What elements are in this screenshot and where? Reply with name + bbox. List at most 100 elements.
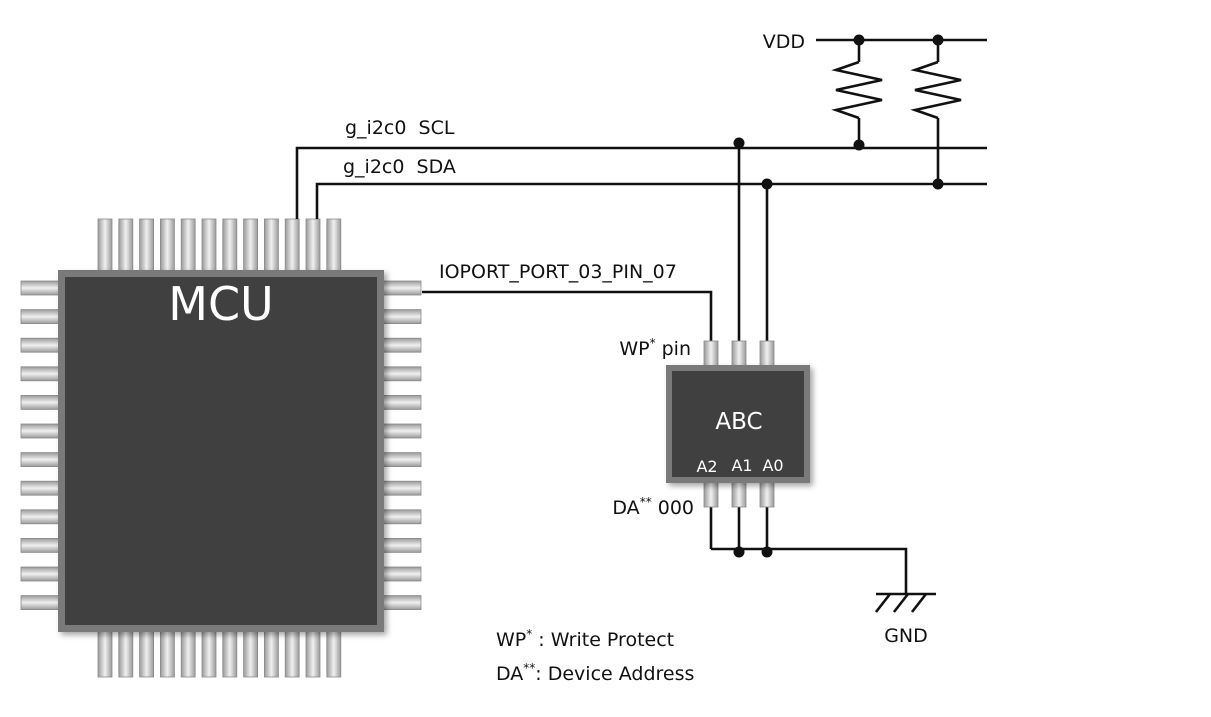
- mcu-pin-right: [380, 366, 422, 382]
- mcu-pin-bottom: [159, 629, 175, 678]
- mcu-pin-right: [380, 538, 422, 553]
- abc-chip: [666, 365, 810, 483]
- abc-pin-top: [703, 340, 719, 368]
- ioport-label: IOPORT_PORT_03_PIN_07: [439, 261, 677, 283]
- mcu-pin-top: [305, 218, 321, 273]
- mcu-pin-right: [380, 452, 422, 468]
- pullup-resistor-sda: [910, 60, 962, 120]
- mcu-pin-top: [139, 218, 155, 273]
- junction-a1-ground: [733, 546, 745, 558]
- mcu-label: MCU: [168, 277, 273, 331]
- mcu-pin-bottom: [139, 629, 155, 678]
- mcu-pins-bottom: [97, 629, 342, 678]
- mcu-pin-right: [380, 595, 422, 610]
- abc-pin-bottom: [759, 480, 775, 508]
- mcu-pin-left: [20, 280, 62, 296]
- mcu-pins-left: [20, 280, 62, 610]
- ioport-wire: [422, 290, 713, 342]
- mcu-pin-left: [20, 480, 62, 496]
- mcu-pin-bottom: [222, 629, 238, 678]
- mcu-pin-right: [380, 394, 422, 410]
- da-value-sup: **: [640, 495, 652, 509]
- abc-pin-bottom: [731, 480, 747, 508]
- junction-sda-pullup: [932, 178, 944, 190]
- legend-wp-abbr: WP: [496, 629, 526, 651]
- ground-hatch-1: [874, 593, 892, 613]
- mcu-pin-bottom: [201, 629, 217, 678]
- ground-hatch-2: [892, 593, 910, 613]
- mcu-pin-top: [263, 218, 279, 273]
- vdd-label: VDD: [763, 31, 805, 53]
- mcu-pin-right: [380, 423, 422, 439]
- mcu-pin-left: [20, 509, 62, 525]
- mcu-pins-top: [97, 218, 342, 273]
- mcu-pin-left: [20, 566, 62, 582]
- mcu-pin-top: [180, 218, 196, 273]
- mcu-pin-left: [20, 538, 62, 553]
- abc-pins-bottom: [703, 480, 775, 508]
- mcu-pin-right: [380, 509, 422, 525]
- abc-pin-top: [731, 340, 747, 368]
- sda-label: g_i2c0 SDA: [343, 156, 456, 178]
- pin-a1-label: A1: [731, 456, 752, 475]
- mcu-pin-bottom: [180, 629, 196, 678]
- mcu-pin-top: [97, 218, 113, 273]
- pin-a2-label: A2: [696, 457, 717, 476]
- abc-pins-top: [703, 340, 775, 368]
- da-value-abbr: DA: [612, 497, 639, 519]
- wp-pin-sup: *: [650, 336, 656, 350]
- scl-wire: [295, 146, 987, 219]
- junctions: [733, 34, 944, 558]
- legend-da: DA**: Device Address: [496, 661, 694, 685]
- junction-scl-chip: [733, 137, 745, 149]
- sda-wire: [315, 182, 987, 219]
- wp-pin-label: WP* pin: [619, 336, 691, 360]
- legend-da-desc: : Device Address: [535, 663, 694, 685]
- da-value-suffix: 000: [652, 497, 694, 519]
- junction-vdd-r1: [853, 34, 865, 46]
- junction-a0-ground: [761, 546, 773, 558]
- abc-pin-top: [759, 340, 775, 368]
- mcu-pin-right: [380, 309, 422, 325]
- wp-pin-suffix: pin: [656, 338, 691, 360]
- mcu-pin-left: [20, 595, 62, 610]
- mcu-pin-bottom: [118, 629, 134, 678]
- mcu-pin-top: [118, 218, 134, 273]
- mcu-pin-bottom: [326, 629, 342, 678]
- scl-label: g_i2c0 SCL: [345, 117, 455, 139]
- mcu-pin-bottom: [305, 629, 321, 678]
- mcu-pin-top: [222, 218, 238, 273]
- mcu-pin-right: [380, 480, 422, 496]
- mcu-chip: [58, 270, 384, 632]
- gnd-label: GND: [884, 625, 928, 647]
- mcu-body: [65, 277, 377, 625]
- mcu-pin-left: [20, 366, 62, 382]
- mcu-pin-left: [20, 452, 62, 468]
- mcu-pin-bottom: [263, 629, 279, 678]
- abc-label: ABC: [715, 409, 762, 435]
- abc-body: [672, 371, 804, 477]
- wp-pin-abbr: WP: [619, 338, 649, 360]
- junction-sda-chip: [761, 178, 773, 190]
- mcu-pin-top: [326, 218, 342, 273]
- da-value-label: DA** 000: [612, 495, 694, 519]
- mcu-pin-top: [201, 218, 217, 273]
- mcu-pin-right: [380, 566, 422, 582]
- mcu-pin-top: [243, 218, 259, 273]
- mcu-pin-top: [159, 218, 175, 273]
- mcu-pin-bottom: [243, 629, 259, 678]
- junction-scl-pullup: [853, 139, 865, 151]
- mcu-pin-left: [20, 423, 62, 439]
- mcu-pin-bottom: [284, 629, 300, 678]
- mcu-pin-left: [20, 394, 62, 410]
- ground-hatch-3: [910, 593, 928, 613]
- legend-wp: WP* : Write Protect: [496, 627, 674, 651]
- mcu-pins-right: [380, 280, 422, 610]
- legend-wp-desc: : Write Protect: [532, 629, 674, 651]
- mcu-pin-right: [380, 280, 422, 296]
- pin-a0-label: A0: [762, 456, 783, 475]
- mcu-pin-right: [380, 337, 422, 353]
- ground-bus: [711, 547, 908, 594]
